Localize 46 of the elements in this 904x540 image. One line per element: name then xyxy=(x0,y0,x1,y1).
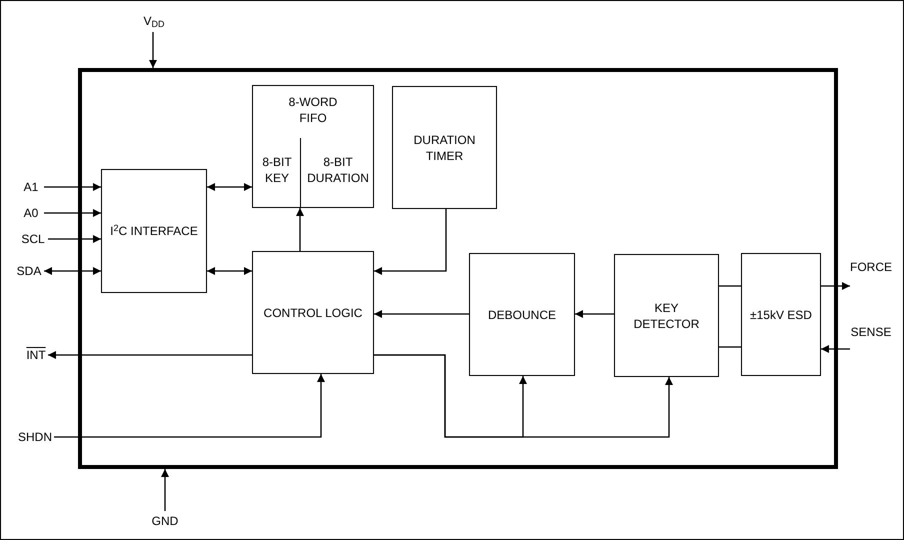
pin-name: A1 xyxy=(18,178,44,196)
debounce-block xyxy=(469,253,575,376)
timer-block xyxy=(392,86,497,209)
esd-block xyxy=(741,253,821,376)
arrow xyxy=(374,310,469,318)
interface-block xyxy=(101,169,207,293)
detector-block xyxy=(614,254,719,377)
block-label: DURATION TIMER xyxy=(412,132,476,164)
arrow xyxy=(44,183,101,191)
pin-name: SHDN xyxy=(16,428,54,446)
connector-line xyxy=(719,346,741,348)
fifo-block xyxy=(252,85,374,208)
block-label: KEY DETECTOR xyxy=(632,300,700,332)
pin-name: SDA xyxy=(14,262,44,280)
block-label: I$^{2}$C INTERFACE xyxy=(109,223,199,239)
arrow xyxy=(44,267,101,275)
arrow xyxy=(149,32,157,68)
pin-name: FORCE xyxy=(850,258,892,292)
arrow xyxy=(161,469,169,511)
arrow xyxy=(374,209,447,275)
pin-name: SCL xyxy=(18,230,48,248)
arrow xyxy=(48,351,252,359)
block-title: 8-WORD FIFO xyxy=(288,94,338,126)
chip-outline xyxy=(78,68,838,469)
arrow xyxy=(575,310,614,318)
field-label: 8-BIT DURATION xyxy=(306,154,370,186)
block-label: CONTROL LOGIC xyxy=(262,304,364,320)
arrow xyxy=(296,208,304,251)
pin-name: GND xyxy=(148,511,182,531)
pin-name: V$_{DD}$ xyxy=(138,10,170,32)
arrow xyxy=(374,354,673,438)
pin-name: INT xyxy=(24,346,48,364)
arrow xyxy=(54,374,325,438)
block-label: ±15kV ESD xyxy=(749,306,813,322)
connector-line xyxy=(719,285,741,287)
pin-name: A0 xyxy=(18,204,44,222)
block-label: DEBOUNCE xyxy=(486,306,557,322)
field-label: 8-BIT KEY xyxy=(261,154,293,186)
logic-block xyxy=(252,251,374,374)
arrow xyxy=(207,267,252,275)
arrow xyxy=(48,235,101,243)
arrow xyxy=(821,282,850,290)
pin-name: SENSE xyxy=(850,323,892,355)
arrow xyxy=(821,345,850,353)
arrow xyxy=(44,209,101,217)
arrow xyxy=(207,183,252,191)
